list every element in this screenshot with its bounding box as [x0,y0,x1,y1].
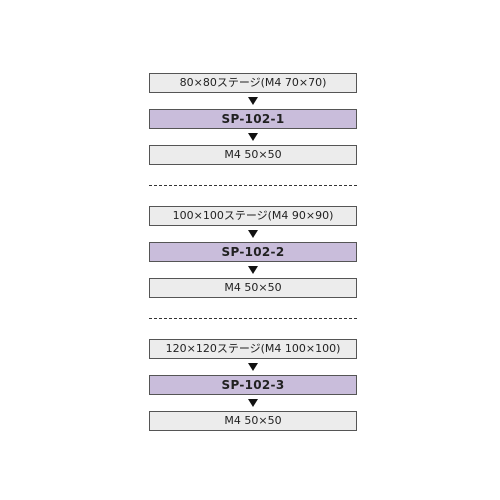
adapter-box-2: SP-102-2 [149,242,357,262]
down-arrow-icon [149,129,357,145]
stage-box-1: 80×80ステージ(M4 70×70) [149,73,357,93]
stage-box-2: 100×100ステージ(M4 90×90) [149,206,357,226]
mount-box-1: M4 50×50 [149,145,357,165]
down-arrow-icon [149,359,357,375]
dashed-separator [149,165,357,206]
flow-group-2: 100×100ステージ(M4 90×90) SP-102-2 M4 50×50 [149,206,357,298]
down-arrow-icon [149,226,357,242]
flow-group-3: 120×120ステージ(M4 100×100) SP-102-3 M4 50×5… [149,339,357,431]
adapter-box-1: SP-102-1 [149,109,357,129]
down-arrow-icon [149,262,357,278]
adapter-box-3: SP-102-3 [149,375,357,395]
adapter-flow-diagram: 80×80ステージ(M4 70×70) SP-102-1 M4 50×50 10… [149,73,357,431]
mount-box-2: M4 50×50 [149,278,357,298]
down-arrow-icon [149,395,357,411]
flow-group-1: 80×80ステージ(M4 70×70) SP-102-1 M4 50×50 [149,73,357,165]
stage-box-3: 120×120ステージ(M4 100×100) [149,339,357,359]
mount-box-3: M4 50×50 [149,411,357,431]
dashed-separator [149,298,357,339]
down-arrow-icon [149,93,357,109]
